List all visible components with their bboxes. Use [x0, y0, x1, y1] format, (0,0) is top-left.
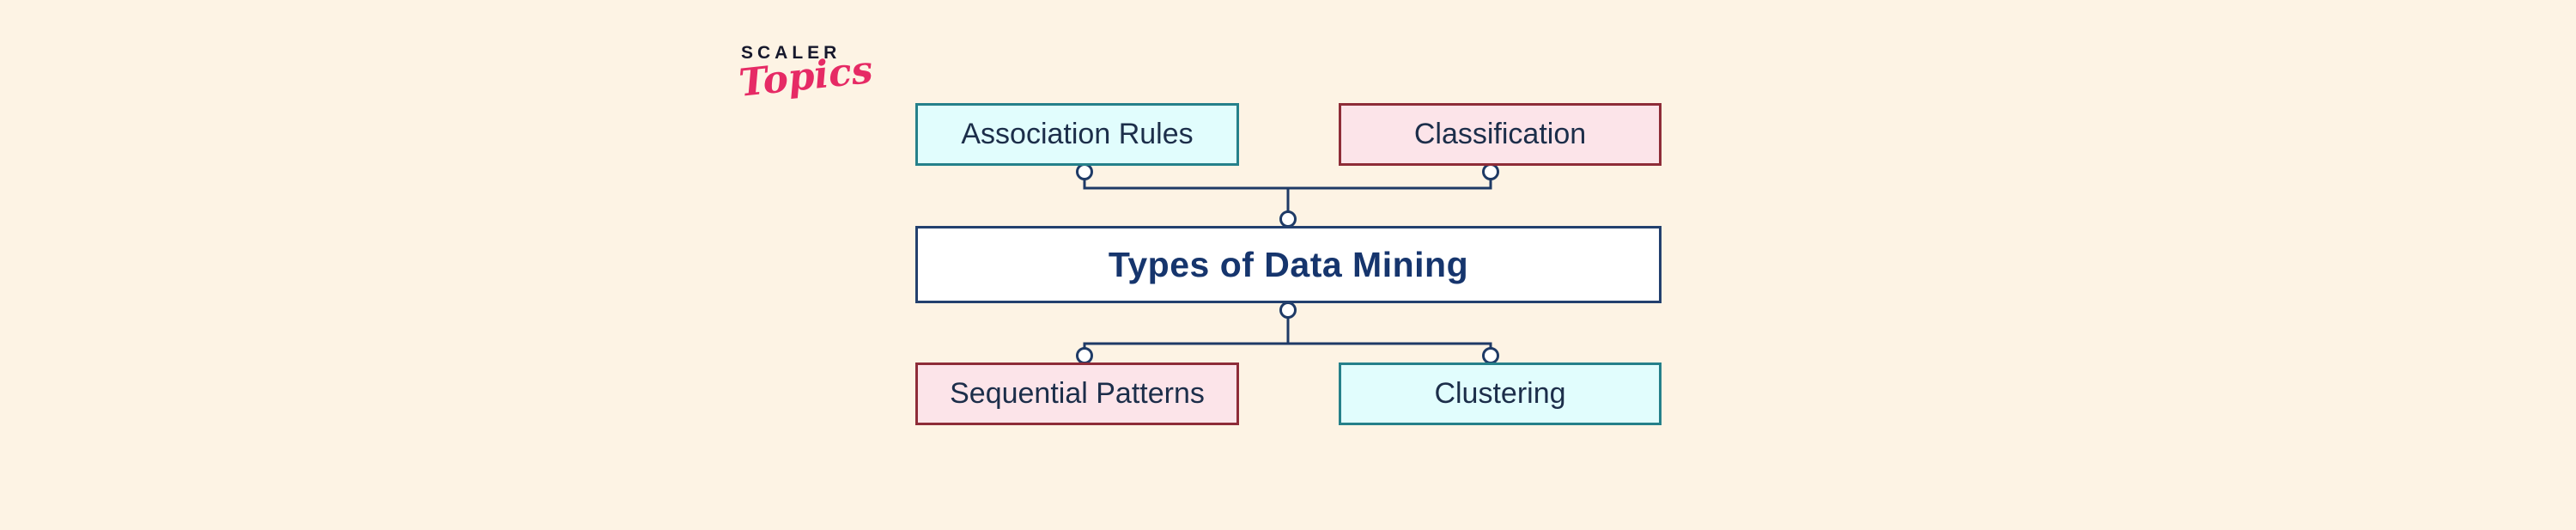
top-rail-line	[1083, 176, 1492, 190]
node-label: Association Rules	[961, 118, 1194, 150]
connector-dot	[1482, 163, 1499, 180]
node-classification: Classification	[1339, 103, 1662, 166]
diagram-title: Types of Data Mining	[1108, 244, 1469, 284]
connector-dot	[1279, 210, 1297, 228]
scaler-topics-logo: SCALER Topics	[737, 43, 887, 106]
node-label: Classification	[1413, 118, 1587, 150]
node-label: Sequential Patterns	[950, 377, 1205, 410]
node-label: Clustering	[1434, 377, 1566, 410]
connector-dot	[1279, 302, 1297, 319]
connector-dot	[1482, 347, 1499, 364]
node-association-rules: Association Rules	[915, 103, 1239, 166]
node-types-of-data-mining: Types of Data Mining	[915, 226, 1662, 303]
connector-dot	[1076, 347, 1093, 364]
connector-dot	[1076, 163, 1093, 180]
bottom-rail-line	[1083, 342, 1492, 359]
node-sequential-patterns: Sequential Patterns	[915, 362, 1239, 425]
node-clustering: Clustering	[1339, 362, 1662, 425]
scaler-brand-text: SCALER	[741, 43, 841, 63]
